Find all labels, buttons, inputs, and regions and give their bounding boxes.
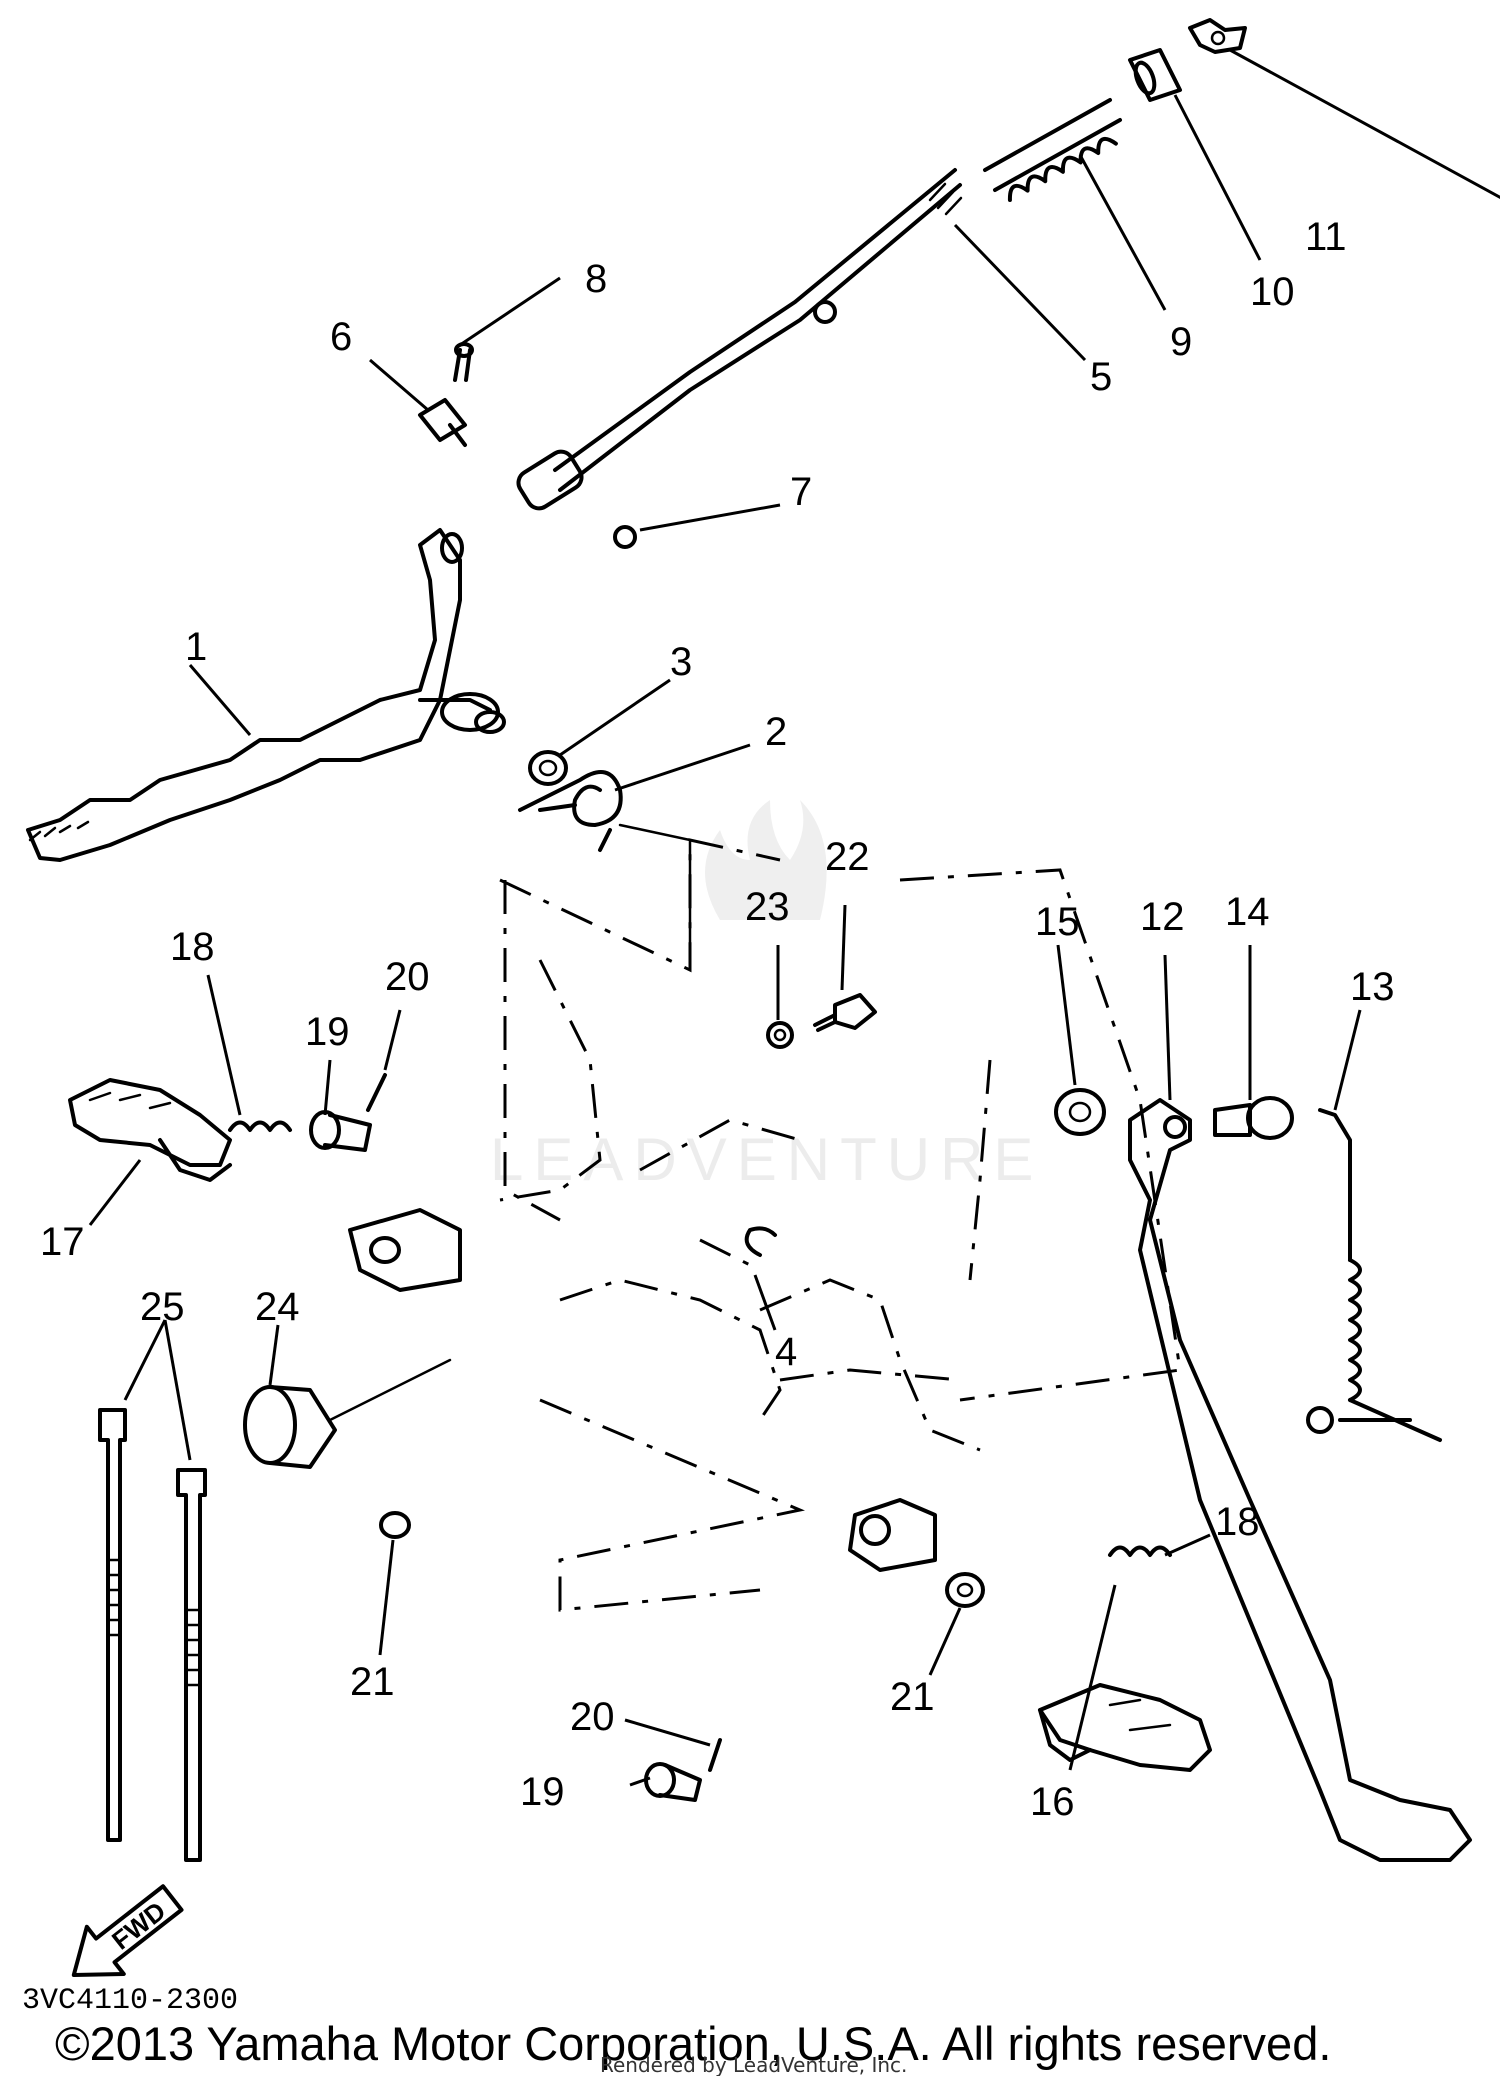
callout-18b: 18	[1215, 1500, 1260, 1544]
adjuster-nut	[1128, 48, 1182, 102]
callout-19b: 19	[520, 1770, 565, 1814]
callout-8: 8	[585, 257, 607, 301]
callout-12: 12	[1140, 895, 1185, 939]
cotter-pin-20-left	[366, 1073, 387, 1112]
forward-arrow: FWD	[71, 1884, 184, 1978]
callout-18a: 18	[170, 925, 215, 969]
callout-labels: 1 2 3 4 5 6 7 8 9 10 11 12 13 14 15 16 1…	[40, 215, 1395, 1824]
sidestand	[1054, 1088, 1472, 1862]
footrest-left	[68, 1078, 232, 1182]
callout-14: 14	[1225, 890, 1270, 934]
callout-21a: 21	[350, 1660, 395, 1704]
brake-rod	[516, 168, 963, 511]
watermark-text: LEADVENTURE	[490, 1126, 1043, 1193]
e-clip	[744, 1226, 777, 1257]
footrest-bracket-right	[848, 1498, 937, 1572]
callout-15: 15	[1035, 900, 1080, 944]
callout-2: 2	[765, 710, 787, 754]
spring-18-left	[228, 1120, 292, 1132]
callout-16: 16	[1030, 1780, 1075, 1824]
callout-23: 23	[745, 885, 790, 929]
callout-11: 11	[1305, 215, 1347, 259]
brake-pedal	[26, 528, 506, 862]
footrest-bracket-left	[348, 1208, 462, 1292]
small-nut	[613, 525, 637, 549]
callout-9: 9	[1170, 320, 1192, 364]
return-spring	[518, 770, 692, 962]
callout-24: 24	[255, 1285, 300, 1329]
washer-21-left	[379, 1511, 411, 1539]
cotter-pin-20-right	[708, 1738, 722, 1772]
frame-outline	[499, 838, 1182, 1612]
callout-20a: 20	[385, 955, 430, 999]
cable-tie-right	[176, 1468, 207, 1862]
callout-25: 25	[140, 1285, 185, 1329]
spring-18-right	[1108, 1545, 1172, 1557]
drawing-code: 3VC4110-2300	[22, 1984, 238, 2018]
pin-19-left	[309, 1110, 372, 1152]
callout-20b: 20	[570, 1695, 615, 1739]
callout-13: 13	[1350, 965, 1395, 1009]
cotter-pin	[453, 342, 474, 382]
leadventure-watermark: LEADVENTURE	[490, 800, 1043, 1193]
callout-6: 6	[330, 315, 352, 359]
wing-nut	[1188, 18, 1247, 54]
callout-19a: 19	[305, 1010, 350, 1054]
callout-5: 5	[1090, 355, 1112, 399]
callout-17: 17	[40, 1220, 85, 1264]
callout-3: 3	[670, 640, 692, 684]
nut-23	[766, 1021, 794, 1049]
copyright-notice: ©2013 Yamaha Motor Corporation, U.S.A. A…	[55, 2017, 1331, 2070]
footrest-right	[1038, 1683, 1212, 1772]
callout-1: 1	[185, 625, 207, 669]
callout-10: 10	[1250, 270, 1295, 314]
callout-7: 7	[790, 470, 812, 514]
bolt-22	[813, 993, 877, 1032]
pin-19-right	[644, 1762, 702, 1802]
leader-lines	[88, 48, 1500, 1787]
cable-tie-left	[98, 1408, 127, 1842]
washer-21-right	[945, 1572, 985, 1608]
clevis-pin	[418, 398, 467, 447]
callout-4: 4	[775, 1330, 797, 1374]
collar-24	[243, 1358, 452, 1469]
washer-3	[528, 750, 568, 786]
callout-21b: 21	[890, 1675, 935, 1719]
callout-22: 22	[825, 835, 870, 879]
rendered-by: Rendered by LeadVenture, Inc.	[600, 2053, 907, 2076]
brake-spring	[983, 98, 1122, 202]
